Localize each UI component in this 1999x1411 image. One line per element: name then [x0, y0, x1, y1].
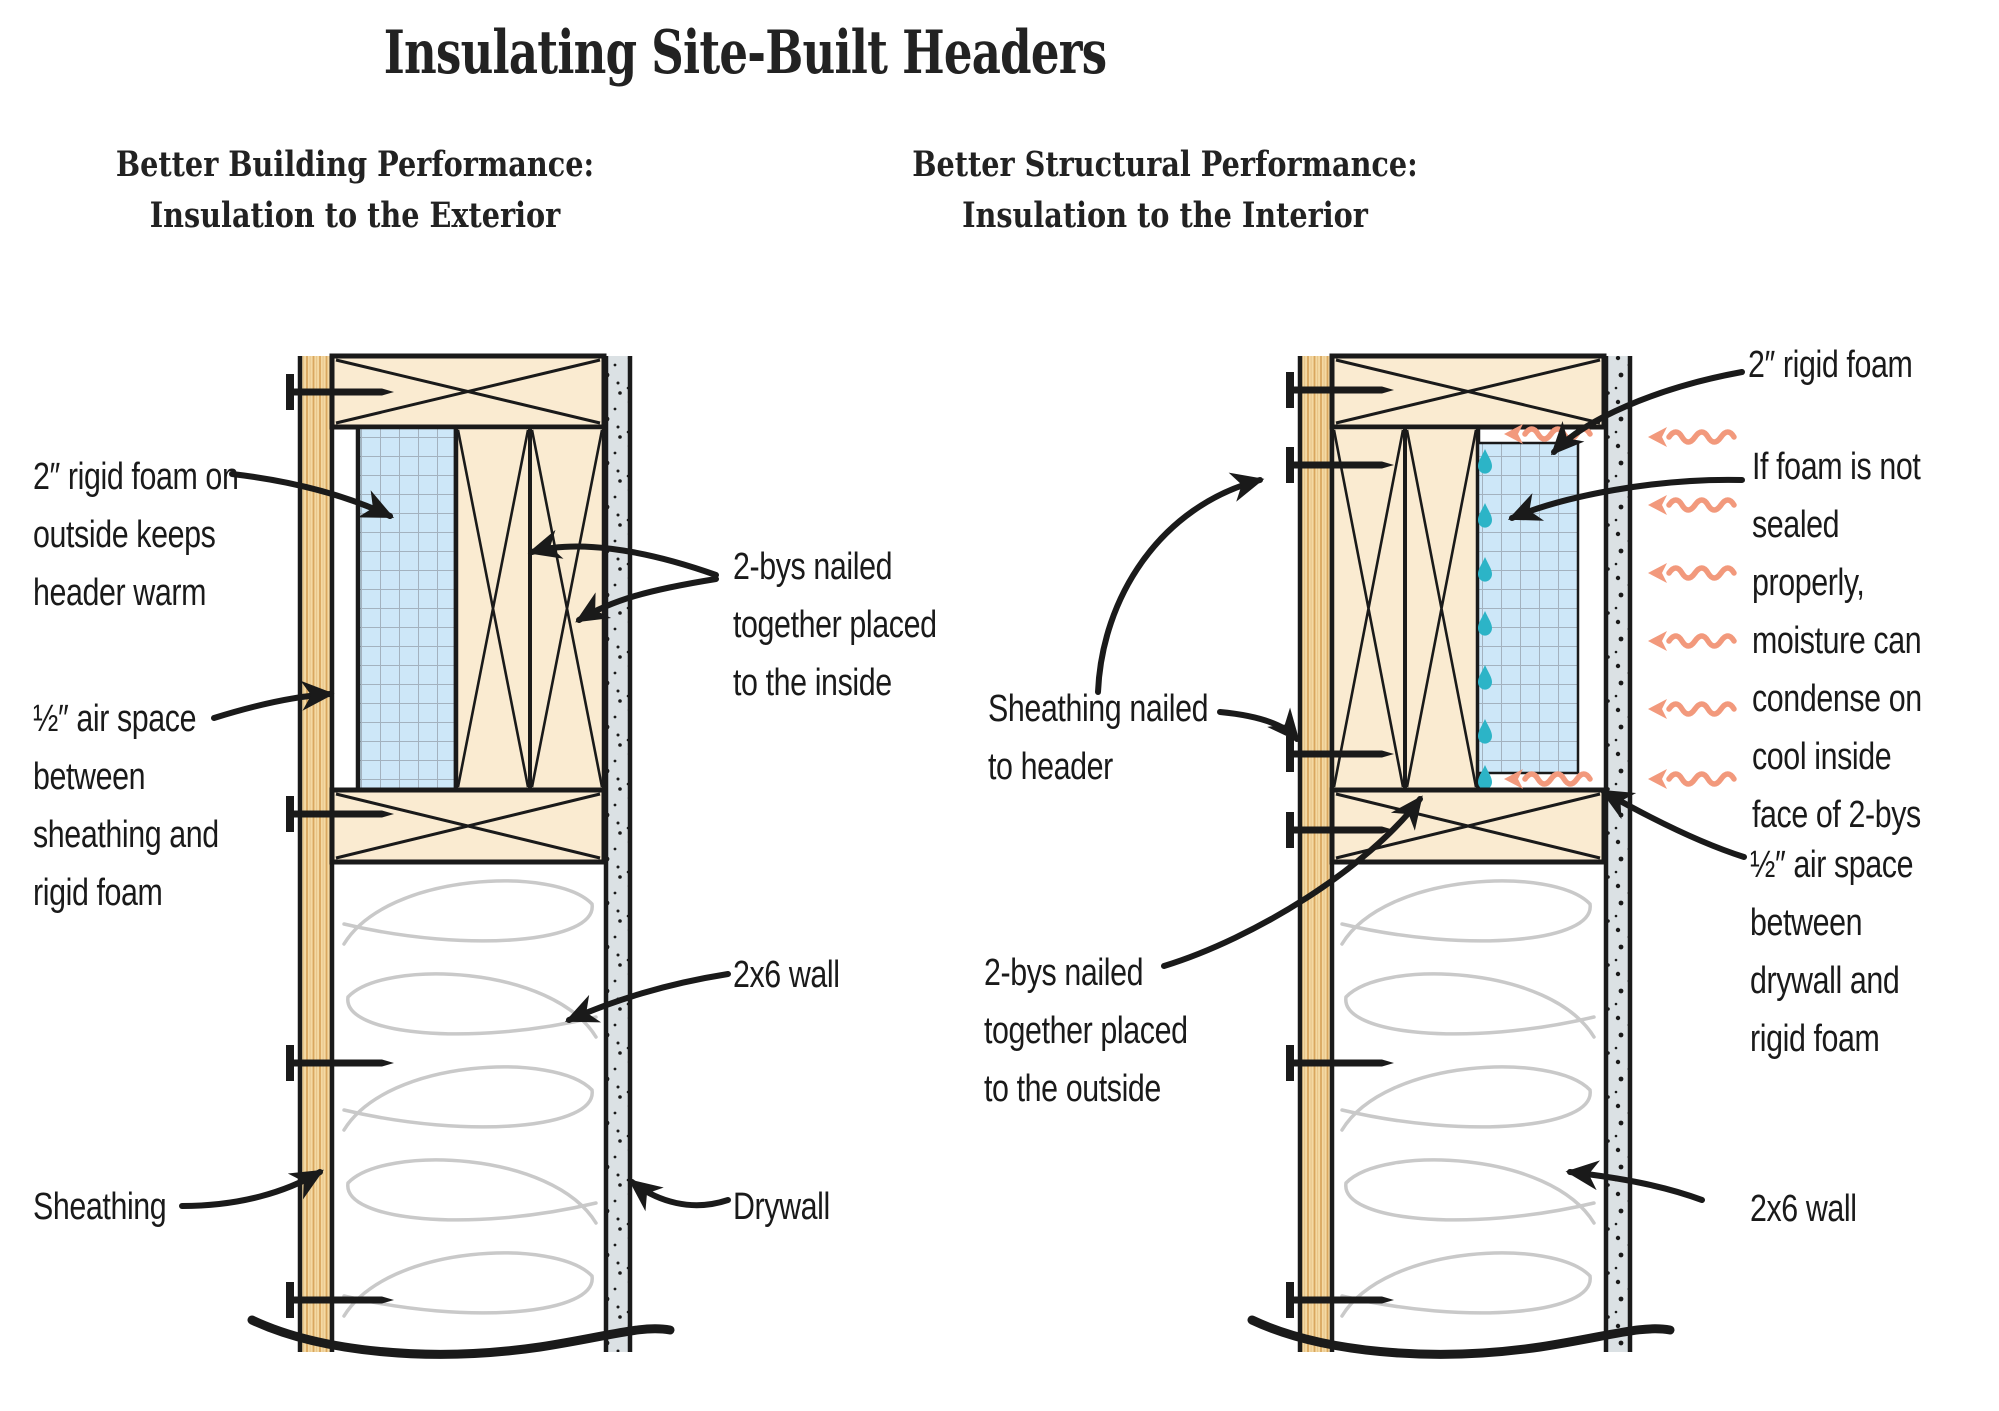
left-top-plate	[329, 353, 607, 430]
right-leader-arrows	[1095, 369, 1747, 1203]
arrow-two-bys-upper	[527, 529, 719, 578]
arrow-sheathing-nailed-lower	[1217, 707, 1300, 743]
label-right-2x6-wall: 2x6 wall	[1750, 1188, 1857, 1230]
left-rigid-foam	[355, 424, 459, 793]
left-leader-arrows	[179, 471, 731, 1212]
left-break-line	[247, 1315, 675, 1359]
arrow-2x6-wall	[1565, 1160, 1705, 1203]
arrow-two-bys	[1161, 795, 1423, 969]
left-bottom-plate	[329, 787, 607, 865]
label-right-moisture: If foam is not sealed properly, moisture…	[1752, 446, 1922, 836]
right-drywall-layer	[1603, 356, 1633, 1352]
arrow-rigid-foam	[1550, 369, 1745, 456]
right-sheathing-layer	[1297, 356, 1335, 1352]
arrow-two-bys-lower	[575, 576, 719, 623]
label-left-air-space: ½″ air space between sheathing and rigid…	[33, 698, 219, 914]
label-right-two-bys: 2-bys nailed together placed to the outs…	[984, 952, 1188, 1110]
label-left-2x6-wall: 2x6 wall	[733, 954, 840, 996]
left-two-bys	[453, 424, 607, 793]
label-left-rigid-foam: 2″ rigid foam on outside keeps header wa…	[33, 456, 239, 614]
arrow-moisture	[1507, 476, 1745, 521]
left-batt-insulation	[342, 879, 598, 1318]
right-diagram	[1095, 353, 1747, 1359]
left-sheathing-layer	[297, 356, 335, 1352]
right-bottom-plate	[1329, 787, 1607, 865]
label-left-drywall: Drywall	[733, 1186, 830, 1228]
label-right-air-space: ½″ air space between drywall and rigid f…	[1750, 844, 1914, 1060]
page-title: Insulating Site-Built Headers	[383, 18, 1107, 88]
left-heading: Better Building Performance: Insulation …	[115, 144, 595, 236]
arrow-air-space	[211, 680, 335, 721]
label-right-rigid-foam: 2″ rigid foam	[1748, 344, 1913, 386]
label-left-sheathing: Sheathing	[33, 1186, 167, 1228]
arrow-sheathing	[179, 1169, 324, 1209]
arrow-2x6-wall	[564, 971, 731, 1023]
right-two-bys	[1329, 424, 1481, 793]
label-left-two-bys: 2-bys nailed together placed to the insi…	[733, 546, 937, 704]
arrow-air-space	[1600, 789, 1747, 860]
arrow-drywall	[628, 1179, 731, 1212]
right-heading: Better Structural Performance: Insulatio…	[912, 144, 1418, 236]
arrow-rigid-foam	[229, 471, 395, 519]
left-diagram	[179, 353, 731, 1359]
arrow-sheathing-nailed-upper	[1095, 472, 1265, 695]
right-batt-insulation	[1340, 879, 1596, 1318]
right-rigid-foam	[1476, 441, 1580, 775]
right-break-line	[1247, 1315, 1675, 1359]
left-drywall-layer	[603, 356, 633, 1352]
label-right-sheathing-nailed: Sheathing nailed to header	[988, 688, 1209, 788]
